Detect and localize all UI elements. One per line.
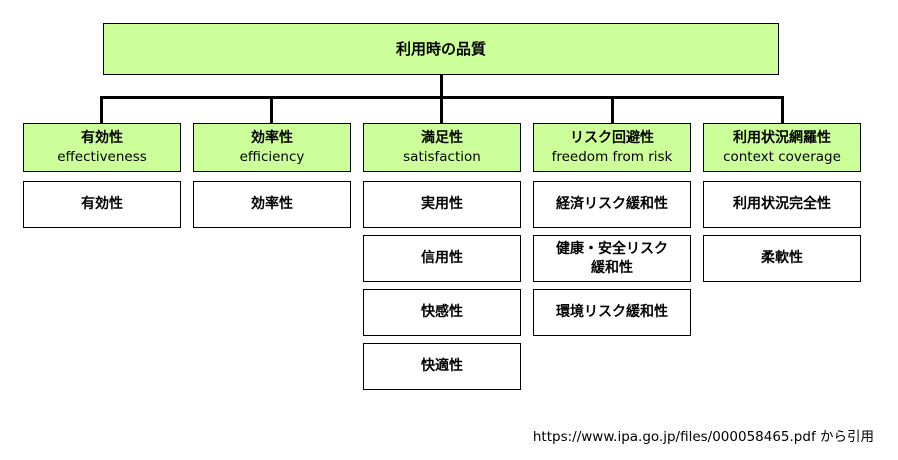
connector-root-stem: [440, 75, 443, 98]
subcharacteristic-box: 実用性: [363, 181, 521, 228]
subcharacteristic-box: 経済リスク緩和性: [533, 181, 691, 228]
category-label-en: effectiveness: [57, 148, 147, 165]
category-context-coverage: 利用状況網羅性 context coverage: [703, 123, 861, 172]
subcharacteristic-label: 効率性: [251, 196, 293, 212]
root-node: 利用時の品質: [103, 23, 779, 75]
subcharacteristic-label: 環境リスク緩和性: [556, 304, 668, 320]
subcharacteristic-label: 有効性: [81, 196, 123, 212]
subcharacteristic-label: 経済リスク緩和性: [556, 196, 668, 212]
connector-drop-4: [611, 96, 614, 123]
category-label-ja: 有効性: [81, 129, 123, 146]
subcharacteristic-label: 快適性: [421, 358, 463, 374]
subcharacteristic-box: 健康・安全リスク 緩和性: [533, 235, 691, 282]
connector-drop-1: [100, 96, 103, 123]
subcharacteristic-label: 柔軟性: [761, 250, 803, 266]
source-citation: https://www.ipa.go.jp/files/000058465.pd…: [532, 429, 874, 445]
subcharacteristic-label: 健康・安全リスク 緩和性: [556, 240, 668, 276]
category-label-ja: 満足性: [421, 129, 463, 146]
category-label-ja: 利用状況網羅性: [733, 129, 831, 146]
subcharacteristic-label: 快感性: [421, 304, 463, 320]
subcharacteristic-label: 利用状況完全性: [733, 196, 831, 212]
subcharacteristic-box: 有効性: [23, 181, 181, 228]
connector-drop-5: [781, 96, 784, 123]
subcharacteristic-box: 効率性: [193, 181, 351, 228]
category-label-en: efficiency: [239, 148, 305, 165]
subcharacteristic-box: 利用状況完全性: [703, 181, 861, 228]
category-label-ja: リスク回避性: [570, 129, 654, 146]
category-label-en: freedom from risk: [551, 148, 673, 165]
category-freedom-from-risk: リスク回避性 freedom from risk: [533, 123, 691, 172]
subcharacteristic-box: 快適性: [363, 343, 521, 390]
category-label-ja: 効率性: [251, 129, 293, 146]
connector-drop-2: [270, 96, 273, 123]
subcharacteristic-box: 環境リスク緩和性: [533, 289, 691, 336]
subcharacteristic-box: 信用性: [363, 235, 521, 282]
category-efficiency: 効率性 efficiency: [193, 123, 351, 172]
subcharacteristic-box: 快感性: [363, 289, 521, 336]
subcharacteristic-box: 柔軟性: [703, 235, 861, 282]
category-satisfaction: 満足性 satisfaction: [363, 123, 521, 172]
category-label-en: satisfaction: [403, 148, 481, 165]
subcharacteristic-label: 実用性: [421, 196, 463, 212]
connector-drop-3: [440, 96, 443, 123]
category-label-en: context coverage: [723, 148, 841, 165]
category-effectiveness: 有効性 effectiveness: [23, 123, 181, 172]
subcharacteristic-label: 信用性: [421, 250, 463, 266]
root-node-label: 利用時の品質: [395, 39, 486, 58]
